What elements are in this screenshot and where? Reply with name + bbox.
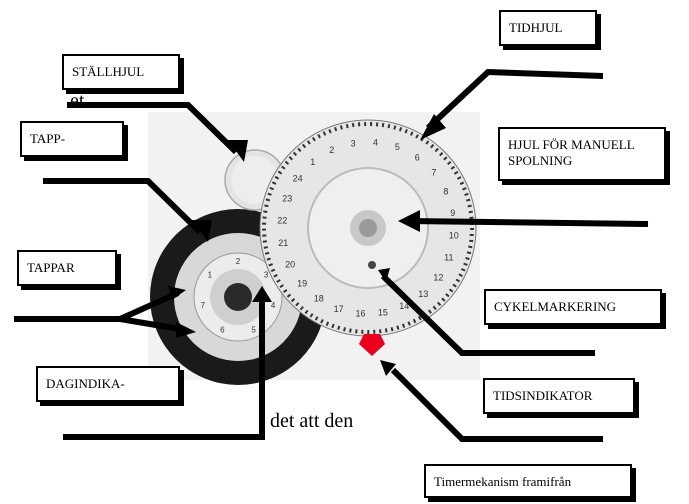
label-tidsindikator: TIDSINDIKATOR: [483, 378, 635, 414]
dial-number: 20: [285, 259, 295, 269]
dial-number: 1: [310, 157, 315, 167]
label-dagindika: DAGINDIKA-: [36, 366, 180, 402]
day-number: 1: [208, 271, 213, 280]
stray-text-top: et.: [70, 90, 89, 113]
day-number: 4: [271, 301, 276, 310]
day-number: 7: [201, 301, 206, 310]
dial-number: 5: [395, 142, 400, 152]
dial-number: 18: [314, 293, 324, 303]
day-number: 5: [251, 325, 256, 334]
dial-number: 3: [351, 138, 356, 148]
label-stallhjul: STÄLLHJUL: [62, 54, 180, 90]
dial-number: 11: [444, 252, 453, 262]
label-tappar: TAPPAR: [17, 250, 117, 286]
label-tapp: TAPP-: [20, 121, 124, 157]
dial-number: 6: [415, 153, 420, 163]
dial-number: 17: [334, 304, 344, 314]
dial-number: 21: [278, 238, 288, 248]
dial-number: 22: [277, 216, 287, 226]
dial-number: 7: [431, 168, 436, 178]
stray-text-bottom: det att den: [270, 410, 353, 433]
label-cykelmarkering: CYKELMARKERING: [484, 289, 662, 325]
label-tidhjul: TIDHJUL: [499, 10, 597, 46]
dial-number: 8: [443, 187, 448, 197]
dial-number: 2: [329, 145, 334, 155]
dial-number: 10: [449, 231, 459, 241]
dial-number: 4: [373, 137, 378, 147]
cycle-mark: [368, 261, 376, 269]
label-caption: Timermekanism framifrån: [424, 464, 632, 498]
arrow-manuell: [408, 221, 648, 224]
dial-number: 23: [282, 194, 292, 204]
dial-number: 19: [297, 278, 307, 288]
day-number: 3: [264, 271, 269, 280]
dial-number: 9: [450, 208, 455, 218]
label-hjul-manuell-spolning: HJUL FÖR MANUELL SPOLNING: [498, 127, 666, 181]
day-number: 6: [220, 325, 225, 334]
dial-number: 24: [293, 174, 303, 184]
dial-number: 16: [355, 309, 365, 319]
time-wheel: [260, 120, 476, 336]
day-wheel-hub: [224, 283, 252, 311]
dial-number: 15: [378, 308, 388, 318]
day-number: 2: [236, 257, 241, 266]
dial-number: 12: [433, 272, 443, 282]
dial-number: 13: [418, 289, 428, 299]
